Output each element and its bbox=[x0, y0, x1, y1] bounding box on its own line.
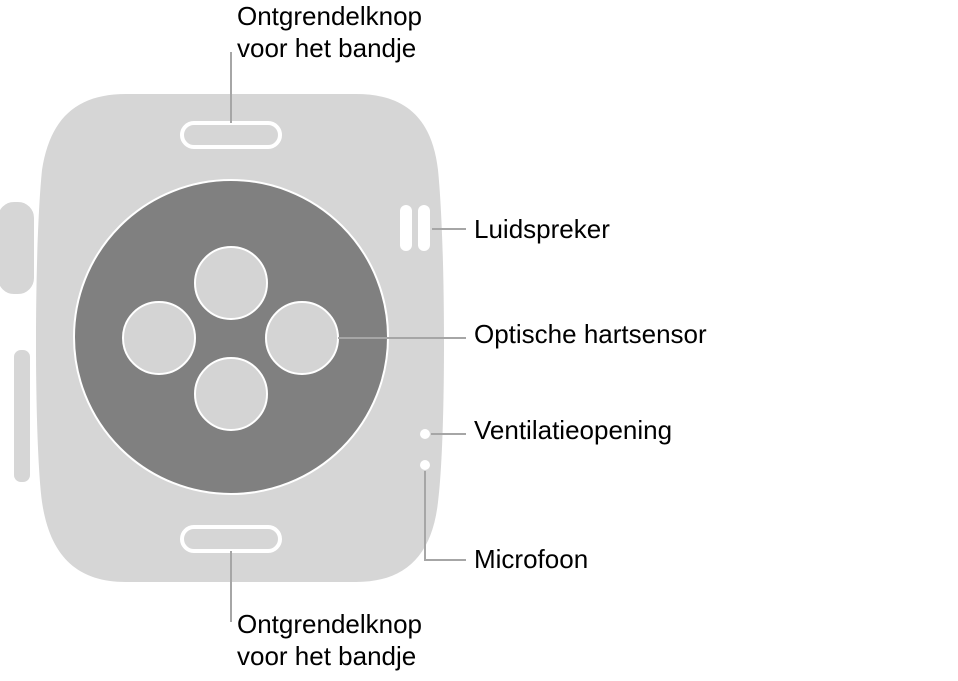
speaker-slot-right bbox=[418, 205, 430, 251]
band-release-button-top bbox=[180, 121, 282, 149]
label-band-release-bottom: Ontgrendelknop voor het bandje bbox=[237, 609, 423, 671]
digital-crown bbox=[0, 198, 38, 298]
vent-hole bbox=[420, 429, 430, 439]
label-microphone: Microfoon bbox=[474, 544, 589, 574]
label-band-release-top: Ontgrendelknop voor het bandje bbox=[237, 1, 423, 63]
label-vent: Ventilatieopening bbox=[474, 415, 673, 445]
sensor-lens-top bbox=[194, 246, 268, 320]
band-release-button-bottom bbox=[180, 525, 282, 553]
speaker-slot-left bbox=[400, 205, 412, 251]
sensor-lens-left bbox=[122, 301, 196, 375]
sensor-lens-bottom bbox=[194, 357, 268, 431]
callout-line-microphone bbox=[424, 471, 466, 561]
label-speaker: Luidspreker bbox=[474, 214, 610, 244]
sensor-lens-right bbox=[265, 301, 339, 375]
microphone-hole bbox=[420, 460, 430, 470]
side-button bbox=[10, 346, 34, 486]
label-optical-heart-sensor: Optische hartsensor bbox=[474, 319, 707, 349]
